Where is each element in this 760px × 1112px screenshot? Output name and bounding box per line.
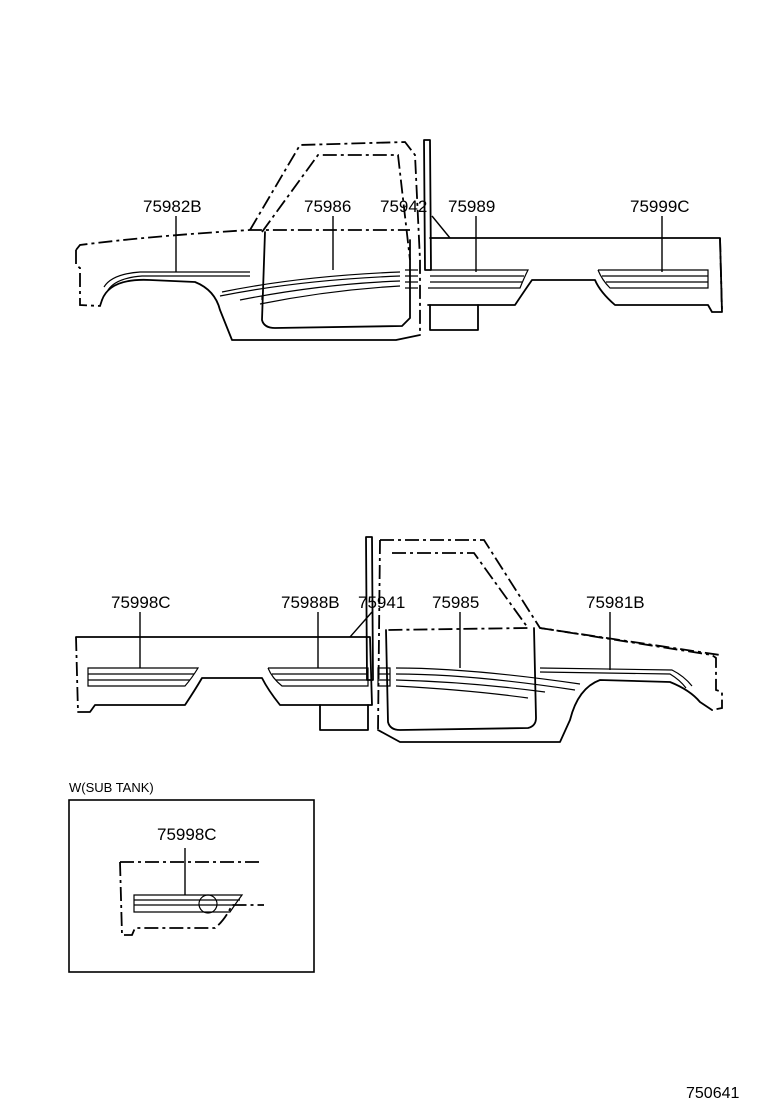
callout-75999C: 75999C: [630, 197, 690, 216]
antenna-post: [365, 536, 374, 681]
stripe-front-fender: [539, 667, 693, 689]
stripe-door: [219, 271, 401, 305]
bed-outline: [427, 237, 723, 313]
callout-75998C: 75998C: [111, 593, 171, 612]
leader-75942: [431, 215, 451, 239]
callout-75989: 75989: [448, 197, 495, 216]
front-wheel-arch: [377, 679, 713, 743]
inset-bed-outline: [119, 861, 264, 936]
figure-reference: 750641: [686, 1085, 739, 1102]
front-wheel-arch: [101, 278, 421, 341]
stripe-cab-rear: [405, 269, 418, 289]
callout-75988B: 75988B: [281, 593, 340, 612]
cab-outline: [249, 141, 421, 335]
stripe-bed-rear: [87, 667, 200, 687]
callout-75981B: 75981B: [586, 593, 645, 612]
door-outline: [261, 231, 411, 329]
hood-outline: [539, 627, 723, 711]
door-window: [385, 552, 530, 631]
hood-outline: [75, 229, 410, 251]
stripe-cab-rear: [377, 667, 391, 687]
inset-callout-75998C: 75998C: [157, 825, 217, 844]
callout-75942: 75942: [380, 197, 427, 216]
callout-75986: 75986: [304, 197, 351, 216]
callout-75982B: 75982B: [143, 197, 202, 216]
stripe-front-fender: [103, 271, 250, 291]
inset-stripe: [133, 894, 244, 913]
truck-left-side-view: 75982B 75986 75942 75989 75999C: [75, 139, 723, 341]
stripe-bed-front: [267, 667, 369, 687]
cab-outline: [380, 539, 721, 656]
step-box: [319, 704, 369, 731]
inset-title: W(SUB TANK): [69, 780, 154, 795]
stripe-bed-rear: [597, 269, 709, 289]
stripe-bed-front: [428, 269, 529, 289]
callout-75985: 75985: [432, 593, 479, 612]
inset-frame: [68, 799, 315, 973]
door-window: [261, 154, 411, 261]
step-box: [429, 304, 479, 331]
stripe-door: [395, 667, 581, 699]
callout-75941: 75941: [358, 593, 405, 612]
leader-75941: [349, 611, 373, 638]
door-outline: [385, 627, 537, 731]
inset-sub-tank: W(SUB TANK) 75998C: [68, 780, 315, 973]
inset-fuel-cap: [198, 894, 218, 914]
bed-tailgate: [719, 237, 723, 313]
bed-outline: [75, 636, 373, 713]
bed-tailgate: [75, 636, 79, 713]
truck-right-side-view: 75998C 75988B 75941 75985 75981B: [75, 536, 723, 743]
front-bumper-outline: [75, 250, 103, 307]
cab-rear-pillar: [377, 539, 381, 731]
